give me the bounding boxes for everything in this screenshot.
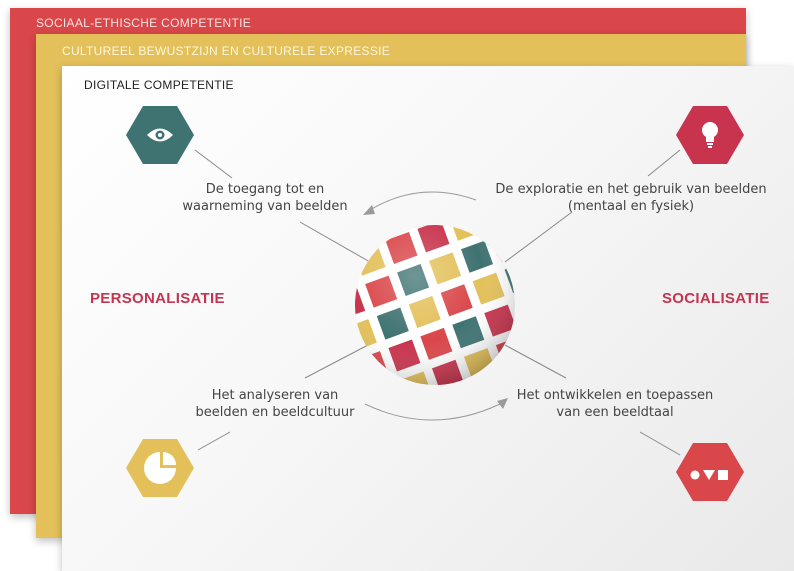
caption-line: Het ontwikkelen en toepassen: [516, 388, 714, 403]
caption-line: De exploratie en het gebruik van beelden: [495, 182, 767, 197]
card-title-digitaal: DIGITALE COMPETENTIE: [84, 78, 234, 92]
caption-line: Het analyseren van: [211, 388, 339, 403]
caption-line: waarneming van beelden: [182, 199, 348, 214]
caption-line: De toegang tot en: [205, 182, 325, 197]
card-title-sociaal-ethisch: SOCIAAL-ETHISCHE COMPETENTIE: [36, 16, 252, 30]
caption-line: van een beeldtaal: [556, 405, 674, 420]
pie-chart-icon: [126, 439, 194, 497]
caption-exploratie-gebruik: De exploratie en het gebruik van beelden…: [486, 181, 776, 215]
connector-lines: [194, 149, 681, 456]
caption-analyseren: Het analyseren van beelden en beeldcultu…: [180, 387, 370, 421]
arrow-head-top: [363, 205, 375, 215]
lightbulb-icon: [676, 106, 744, 164]
globe-graphic: [332, 202, 538, 408]
caption-ontwikkelen-toepassen: Het ontwikkelen en toepassen van een bee…: [505, 387, 725, 421]
caption-toegang-waarneming: De toegang tot en waarneming van beelden: [170, 181, 360, 215]
shapes-icon: [676, 443, 744, 501]
cycle-arrows: [364, 191, 501, 421]
caption-line: (mentaal en fysiek): [567, 199, 695, 214]
card-title-cultureel: CULTUREEL BEWUSTZIJN EN CULTURELE EXPRES…: [62, 44, 391, 58]
eye-icon: [126, 106, 194, 164]
caption-line: beelden en beeldcultuur: [195, 405, 355, 420]
arrow-head-bottom: [497, 398, 508, 409]
label-personalisatie: PERSONALISATIE: [90, 290, 225, 307]
label-socialisatie: SOCIALISATIE: [662, 290, 770, 307]
